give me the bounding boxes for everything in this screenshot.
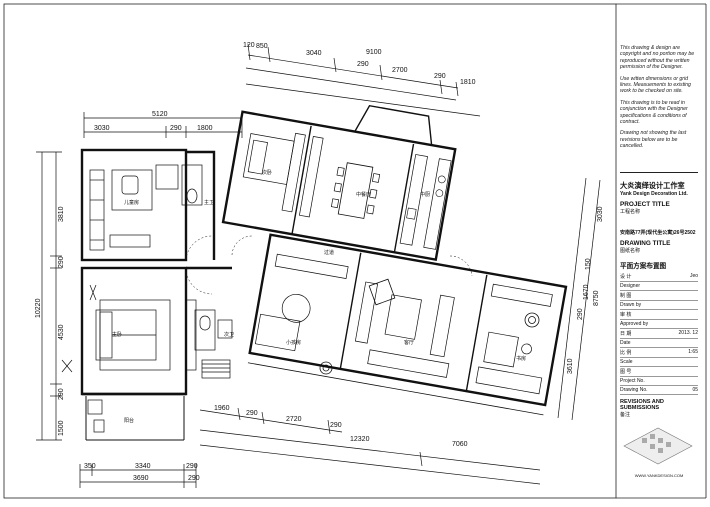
drawing-title-label: DRAWING TITLE	[620, 239, 671, 247]
room-label-bath2: 次卫	[224, 331, 234, 338]
dim-right-2: 150	[585, 258, 592, 270]
row-scale: Scale	[620, 358, 698, 367]
dim-left-top-3: 1800	[197, 125, 213, 132]
company-name-en: Yank Design Decoration Ltd.	[620, 190, 688, 197]
room-label-corridor: 过道	[324, 249, 334, 256]
children-room-furniture	[89, 164, 203, 251]
dim-top-3: 3040	[306, 50, 322, 57]
dim-left-top-1: 3030	[94, 125, 110, 132]
title-block: This drawing & design are copyright and …	[620, 45, 698, 485]
dim-top-2: 850	[256, 43, 268, 50]
left-side-dimensions	[36, 151, 62, 441]
revisions-cn: 备注	[620, 411, 631, 418]
row-project-no: Project No.	[620, 377, 698, 386]
dim-top-4: 9100	[366, 49, 382, 56]
dim-bottom-left-3: 290	[186, 463, 198, 470]
dim-bottom-1: 1960	[214, 405, 230, 412]
dim-right-4: 290	[577, 308, 584, 320]
room-label-bath1-top: 主卫	[204, 199, 214, 206]
room-label-dining: 中餐厅	[356, 191, 371, 198]
dim-left-top-2: 290	[170, 125, 182, 132]
row-drawing-no-cn: 图 号	[620, 367, 698, 377]
left-top-dimensions	[83, 112, 243, 138]
door-swings	[185, 235, 473, 295]
dim-top-7: 290	[434, 73, 446, 80]
project-name: 安南路77弄(现代坐公寓)26号2502	[620, 229, 696, 236]
dim-bottom-2: 290	[246, 410, 258, 417]
balcony-details	[87, 399, 105, 433]
dim-bottom-long-1: 12320	[350, 436, 370, 443]
row-date: Date	[620, 339, 698, 348]
row-drawn: Drawn by	[620, 301, 698, 310]
dim-top-5: 290	[357, 61, 369, 68]
sheet-border	[3, 3, 617, 499]
room-label-guest: 次卧	[262, 169, 272, 176]
dim-right-5: 3610	[567, 358, 574, 374]
dim-left-2: 290	[58, 256, 65, 268]
dim-right-1: 3030	[597, 206, 604, 222]
dim-bottom-4: 290	[330, 422, 342, 429]
dim-bottom-left-5: 290	[188, 475, 200, 482]
dim-left-1: 3810	[58, 206, 65, 222]
row-drawn-cn: 制 图	[620, 291, 698, 301]
room-label-balcony: 阳台	[124, 417, 134, 424]
room-label-kitchen: 中厨	[420, 191, 430, 198]
dim-right-total: 8750	[593, 290, 600, 306]
upper-wing	[221, 104, 457, 261]
dim-bottom-left-1: 350	[84, 463, 96, 470]
dim-top-8: 1810	[460, 79, 476, 86]
dim-top-1: 120	[243, 42, 255, 49]
bath-1-fixtures	[194, 309, 233, 379]
room-label-study: 小孩房	[286, 339, 301, 346]
dim-left-total: 10220	[35, 298, 42, 318]
dim-bottom-long-2: 7060	[452, 441, 468, 448]
project-title-label: PROJECT TITLE	[620, 200, 670, 208]
project-title-cn: 工程名称	[620, 208, 641, 215]
dim-left-top-total: 5120	[152, 111, 168, 118]
dim-bottom-left-2: 3340	[135, 463, 151, 470]
room-label-study2: 书房	[516, 355, 526, 362]
room-label-master: 主卧	[112, 331, 122, 338]
lower-wing	[247, 233, 568, 416]
dim-left-5: 1500	[58, 420, 65, 436]
bottom-dimensions	[199, 407, 541, 485]
website-url: WWW.YANKDESIGN.COM	[634, 472, 684, 478]
armchair-icon	[368, 278, 396, 306]
drawing-name: 平面方案布置图	[620, 262, 667, 270]
dim-top-6: 2700	[392, 67, 408, 74]
plant-icons	[319, 312, 540, 375]
row-designer: Designer	[620, 282, 698, 291]
dim-bottom-3: 2720	[286, 416, 302, 423]
left-wing-walls	[80, 148, 232, 441]
top-dimensions	[245, 43, 481, 117]
row-drawing-no: Drawing No.05	[620, 386, 698, 395]
dim-right-3: 1670	[583, 284, 590, 300]
right-side-dimensions	[557, 177, 601, 421]
logo-image	[623, 427, 693, 465]
row-approved: Approved by	[620, 320, 698, 329]
note-dimensions: Use witten dimensions or grid lines. Mea…	[620, 75, 691, 95]
revisions-title: REVISIONS AND SUBMISSIONS	[620, 398, 664, 411]
note-copyright: This drawing & design are copyright and …	[620, 45, 695, 71]
dim-left-3: 4530	[58, 324, 65, 340]
room-label-living: 客厅	[404, 339, 414, 346]
row-approved-cn: 审 核	[620, 310, 698, 320]
note-conjunction: This drawing is to be read in conjunctio…	[620, 99, 688, 126]
dim-left-4: 290	[58, 388, 65, 400]
master-bedroom-furniture	[61, 284, 197, 373]
room-label-children: 儿童房	[124, 199, 139, 206]
dim-bottom-left-4: 3690	[133, 475, 149, 482]
drawing-title-cn: 图纸名称	[620, 247, 641, 254]
note-revisions: Drawing not showing the last revisions b…	[620, 130, 687, 150]
bottom-left-dimensions	[79, 464, 197, 488]
company-name-cn: 大炎演绎设计工作室	[620, 180, 685, 190]
